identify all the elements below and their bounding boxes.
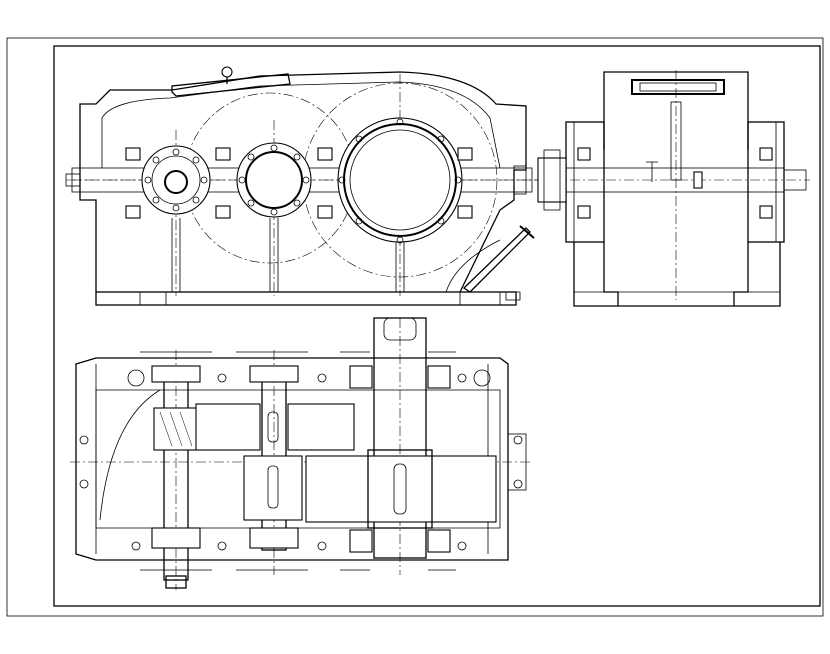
side-flange-left bbox=[565, 121, 605, 243]
top-intermediate-key bbox=[267, 411, 279, 443]
side-view bbox=[534, 70, 810, 307]
front-base-foot bbox=[139, 292, 501, 305]
output-bearing-cap-inner bbox=[349, 129, 451, 231]
side-input-coupling bbox=[537, 157, 567, 203]
top-output-shaft-end bbox=[383, 317, 417, 341]
top-bolt-bosses bbox=[79, 369, 523, 551]
top-housing-outline bbox=[75, 357, 509, 561]
side-bolts bbox=[577, 147, 773, 219]
top-curve bbox=[99, 389, 161, 521]
side-vertical-shaft bbox=[670, 101, 682, 181]
top-stud-row bbox=[140, 351, 456, 571]
top-output-hub bbox=[367, 449, 433, 529]
front-lower-curve bbox=[445, 239, 501, 293]
oil-dipstick bbox=[462, 227, 531, 293]
cap-bolts bbox=[144, 118, 462, 244]
intermediate-bearing-cap-inner bbox=[245, 151, 303, 209]
breather-cap bbox=[221, 66, 233, 78]
flange-bolts bbox=[125, 147, 473, 219]
side-flange-right bbox=[747, 121, 785, 243]
dipstick-handle bbox=[519, 225, 535, 239]
top-intermediate-key-2 bbox=[267, 465, 279, 509]
top-section-view bbox=[70, 317, 530, 590]
top-bearings bbox=[151, 365, 451, 553]
front-view bbox=[65, 66, 540, 306]
input-shaft bbox=[164, 170, 188, 194]
sight-window-inner bbox=[639, 82, 717, 92]
front-ribs bbox=[171, 218, 405, 292]
input-bearing-cap-inner bbox=[151, 155, 201, 205]
top-intermediate-gear bbox=[195, 403, 261, 451]
sight-window bbox=[631, 79, 725, 95]
top-right-plug bbox=[507, 433, 527, 491]
top-intermediate-pinion bbox=[243, 455, 303, 521]
front-oil-drain bbox=[505, 291, 521, 301]
side-input-coupling-hub bbox=[543, 149, 561, 211]
inspection-cover bbox=[171, 73, 291, 97]
inner-drawing-frame bbox=[53, 45, 821, 607]
front-housing-inner bbox=[101, 81, 501, 169]
side-pin bbox=[646, 161, 658, 182]
output-bearing-cap-outer bbox=[337, 117, 463, 243]
front-input-stub bbox=[65, 173, 81, 187]
front-output-stub bbox=[513, 165, 527, 195]
pinion-teeth bbox=[159, 411, 193, 447]
top-output-gear bbox=[305, 455, 497, 523]
output-bearing-cap-mid bbox=[343, 123, 457, 237]
side-legs bbox=[573, 242, 781, 307]
side-output-stub bbox=[783, 169, 807, 191]
top-output-key bbox=[393, 463, 407, 515]
front-base bbox=[95, 291, 517, 306]
top-input-end bbox=[165, 575, 187, 589]
outer-sheet-border bbox=[6, 37, 824, 617]
front-housing bbox=[79, 71, 527, 293]
intermediate-bearing-cap-outer bbox=[236, 142, 312, 218]
top-intermediate-gear-2 bbox=[287, 403, 355, 451]
